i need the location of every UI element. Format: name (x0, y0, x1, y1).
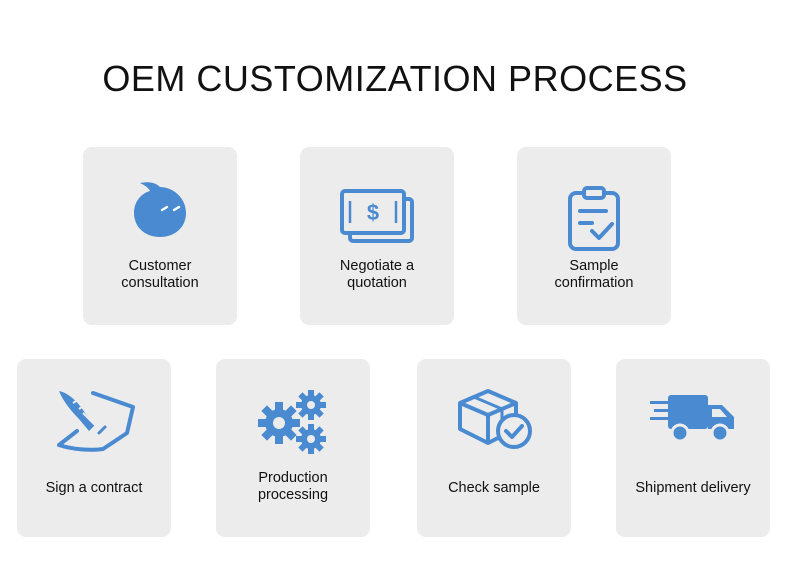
step-card-shipment-delivery: Shipment delivery (616, 359, 770, 537)
step-card-sign-contract: Sign a contract (17, 359, 171, 537)
step-card-check-sample: Check sample (417, 359, 571, 537)
delivery-truck-icon (616, 391, 770, 447)
gears-icon (216, 385, 370, 457)
quill-signature-icon (17, 383, 171, 457)
chat-bubble-icon (83, 179, 237, 241)
dollar-bill-icon: $ (300, 187, 454, 249)
page-title: OEM CUSTOMIZATION PROCESS (102, 58, 688, 99)
step-label: Negotiate a quotation (339, 258, 415, 291)
step-label: Production processing (257, 470, 329, 503)
step-label: Check sample (448, 480, 540, 496)
step-card-customer-consultation: Customer consultation (83, 147, 237, 325)
step-card-production-processing: Production processing (216, 359, 370, 537)
step-label: Shipment delivery (635, 480, 751, 496)
step-card-negotiate-quotation: $ Negotiate a quotation (300, 147, 454, 325)
svg-text:$: $ (367, 200, 379, 225)
step-label: Customer consultation (121, 258, 199, 291)
clipboard-check-icon (517, 185, 671, 253)
step-label: Sample confirmation (554, 258, 634, 291)
step-card-sample-confirmation: Sample confirmation (517, 147, 671, 325)
step-label: Sign a contract (45, 480, 143, 496)
box-check-icon (417, 385, 571, 451)
